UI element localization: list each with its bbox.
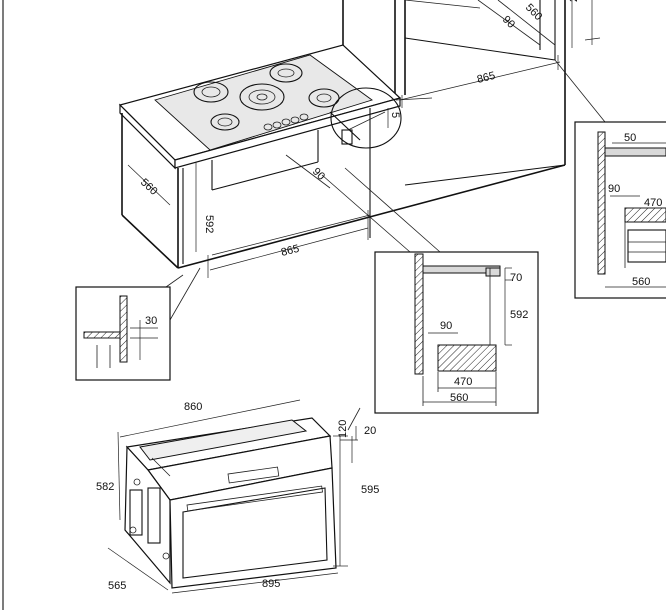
detail2-inner-label: 470 — [454, 376, 472, 388]
detail3-depth-label: 560 — [632, 276, 650, 288]
oven-width-bottom-label: 895 — [262, 578, 280, 590]
leader-line-detail1-b — [169, 267, 201, 321]
burner-front-right — [308, 88, 340, 108]
leader-line-tall — [554, 59, 606, 123]
burner-back-right — [269, 63, 303, 83]
detail2-depth-label: 560 — [450, 392, 468, 404]
detail3-top-label: 50 — [624, 132, 636, 144]
cabinet-gap-label: 90 — [310, 166, 327, 183]
cabinet-height-label: 592 — [203, 215, 215, 233]
detail3-inner-label: 470 — [644, 197, 662, 209]
tall-depth-label: 560 — [523, 2, 544, 23]
cabinet-top-gap-label: 5 — [389, 112, 401, 118]
detail-box-1 — [75, 286, 171, 381]
oven-panel-depth-label: 20 — [364, 425, 376, 437]
leader-line-detail1 — [165, 274, 184, 288]
detail-box-3 — [574, 121, 666, 299]
detail2-top-label: 70 — [510, 272, 522, 284]
detail-circle — [330, 87, 433, 149]
oven-panel-label: 120 — [337, 420, 349, 438]
tall-width-label: 865 — [476, 70, 497, 86]
oven-unit — [107, 399, 361, 594]
detail2-gap-label: 90 — [440, 320, 452, 332]
hob-knobs — [263, 113, 309, 131]
detail-box-2 — [374, 251, 539, 414]
cabinet-depth-label: 560 — [138, 176, 160, 197]
detail2-height-label: 592 — [510, 309, 528, 321]
burner-back-left — [193, 81, 229, 103]
oven-depth-side-label: 582 — [96, 481, 114, 493]
oven-height-label: 595 — [361, 484, 379, 496]
tall-height-label: 2 — [568, 0, 580, 2]
detail1-height-label: 30 — [145, 315, 157, 327]
tall-gap-label: 90 — [500, 14, 517, 31]
tall-cabinet — [342, 0, 601, 186]
burner-center — [239, 83, 285, 111]
leader-line-base — [321, 174, 411, 253]
oven-width-top-label: 860 — [184, 401, 202, 413]
cabinet-width-label: 865 — [280, 243, 301, 259]
detail3-gap-label: 90 — [608, 183, 620, 195]
burner-front-left — [210, 113, 240, 131]
leader-line-base-2 — [344, 167, 441, 253]
hob-countertop — [118, 44, 402, 170]
base-cabinet — [121, 108, 566, 278]
oven-depth-bottom-label: 565 — [108, 580, 126, 592]
